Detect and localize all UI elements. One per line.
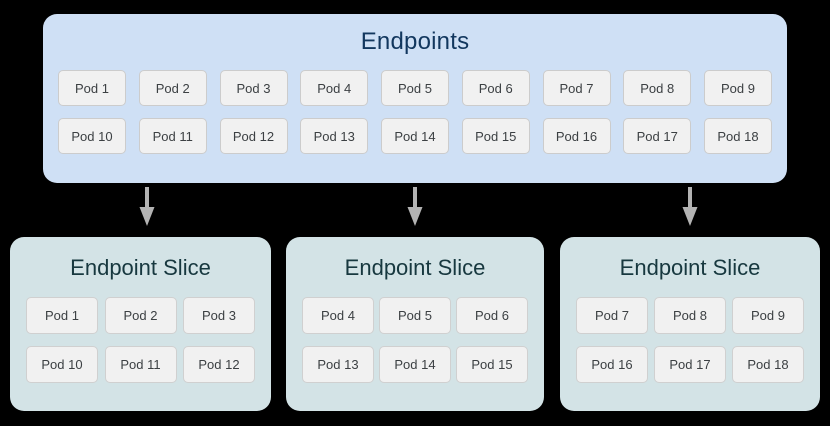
endpoint-slice-title: Endpoint Slice — [344, 255, 486, 280]
pod-chip[interactable]: Pod 13 — [300, 118, 369, 154]
pod-chip[interactable]: Pod 6 — [461, 70, 530, 106]
pod-chip[interactable]: Pod 11 — [138, 118, 207, 154]
endpoint-slice-pod-row: Pod 16 Pod 17 Pod 18 — [576, 346, 804, 383]
endpoint-slice-container-2: Endpoint Slice Pod 4 Pod 5 Pod 6 Pod 13 … — [286, 237, 544, 411]
pod-chip[interactable]: Pod 16 — [576, 346, 648, 383]
endpoint-slice-pod-row: Pod 1 Pod 2 Pod 3 — [26, 297, 255, 334]
pod-chip[interactable]: Pod 6 — [456, 297, 528, 334]
pod-chip[interactable]: Pod 1 — [58, 70, 126, 106]
endpoints-container: Endpoints Pod 1 Pod 2 Pod 3 Pod 4 Pod 5 … — [43, 14, 787, 183]
pod-chip[interactable]: Pod 17 — [623, 118, 692, 154]
pod-chip[interactable]: Pod 18 — [704, 118, 772, 154]
endpoint-slice-title: Endpoint Slice — [70, 255, 211, 280]
endpoint-slice-pod-grid: Pod 4 Pod 5 Pod 6 Pod 13 Pod 14 Pod 15 — [302, 297, 528, 383]
pod-chip[interactable]: Pod 10 — [58, 118, 126, 154]
pod-chip[interactable]: Pod 3 — [219, 70, 288, 106]
pod-chip[interactable]: Pod 12 — [183, 346, 255, 383]
pod-chip[interactable]: Pod 1 — [26, 297, 98, 334]
endpoints-title: Endpoints — [360, 28, 470, 55]
endpoint-slice-container-1: Endpoint Slice Pod 1 Pod 2 Pod 3 Pod 10 … — [10, 237, 271, 411]
pod-chip[interactable]: Pod 7 — [576, 297, 648, 334]
arrow-down-icon — [407, 187, 423, 227]
pod-chip[interactable]: Pod 17 — [654, 346, 726, 383]
pod-chip[interactable]: Pod 15 — [461, 118, 530, 154]
endpoint-slice-pod-row: Pod 4 Pod 5 Pod 6 — [302, 297, 528, 334]
pod-chip[interactable]: Pod 4 — [300, 70, 369, 106]
arrow-down-icon — [682, 187, 698, 227]
endpoint-slice-pod-grid: Pod 1 Pod 2 Pod 3 Pod 10 Pod 11 Pod 12 — [26, 297, 255, 383]
pod-chip[interactable]: Pod 14 — [381, 118, 449, 154]
pod-chip[interactable]: Pod 18 — [732, 346, 804, 383]
arrow-down-icon — [139, 187, 155, 227]
pod-chip[interactable]: Pod 15 — [456, 346, 528, 383]
pod-chip[interactable]: Pod 5 — [379, 297, 451, 334]
pod-chip[interactable]: Pod 4 — [302, 297, 374, 334]
pod-chip[interactable]: Pod 11 — [104, 346, 177, 383]
pod-chip[interactable]: Pod 2 — [138, 70, 207, 106]
endpoint-slice-title: Endpoint Slice — [619, 255, 761, 280]
pod-chip[interactable]: Pod 8 — [654, 297, 726, 334]
pod-chip[interactable]: Pod 14 — [379, 346, 451, 383]
pod-chip[interactable]: Pod 9 — [732, 297, 804, 334]
endpoints-pod-grid: Pod 1 Pod 2 Pod 3 Pod 4 Pod 5 Pod 6 Pod … — [58, 70, 772, 154]
pod-chip[interactable]: Pod 3 — [183, 297, 255, 334]
endpoints-pod-row: Pod 1 Pod 2 Pod 3 Pod 4 Pod 5 Pod 6 Pod … — [58, 70, 772, 106]
pod-chip[interactable]: Pod 9 — [704, 70, 772, 106]
pod-chip[interactable]: Pod 8 — [623, 70, 692, 106]
endpoint-slice-container-3: Endpoint Slice Pod 7 Pod 8 Pod 9 Pod 16 … — [560, 237, 820, 411]
endpoint-slice-pod-grid: Pod 7 Pod 8 Pod 9 Pod 16 Pod 17 Pod 18 — [576, 297, 804, 383]
pod-chip[interactable]: Pod 10 — [26, 346, 98, 383]
endpoint-slice-pod-row: Pod 10 Pod 11 Pod 12 — [26, 346, 255, 383]
pod-chip[interactable]: Pod 5 — [381, 70, 449, 106]
pod-chip[interactable]: Pod 7 — [542, 70, 611, 106]
pod-chip[interactable]: Pod 16 — [542, 118, 611, 154]
endpoint-slice-pod-row: Pod 13 Pod 14 Pod 15 — [302, 346, 528, 383]
endpoint-slice-pod-row: Pod 7 Pod 8 Pod 9 — [576, 297, 804, 334]
pod-chip[interactable]: Pod 13 — [302, 346, 374, 383]
pod-chip[interactable]: Pod 12 — [219, 118, 288, 154]
pod-chip[interactable]: Pod 2 — [104, 297, 177, 334]
endpoints-pod-row: Pod 10 Pod 11 Pod 12 Pod 13 Pod 14 Pod 1… — [58, 118, 772, 154]
